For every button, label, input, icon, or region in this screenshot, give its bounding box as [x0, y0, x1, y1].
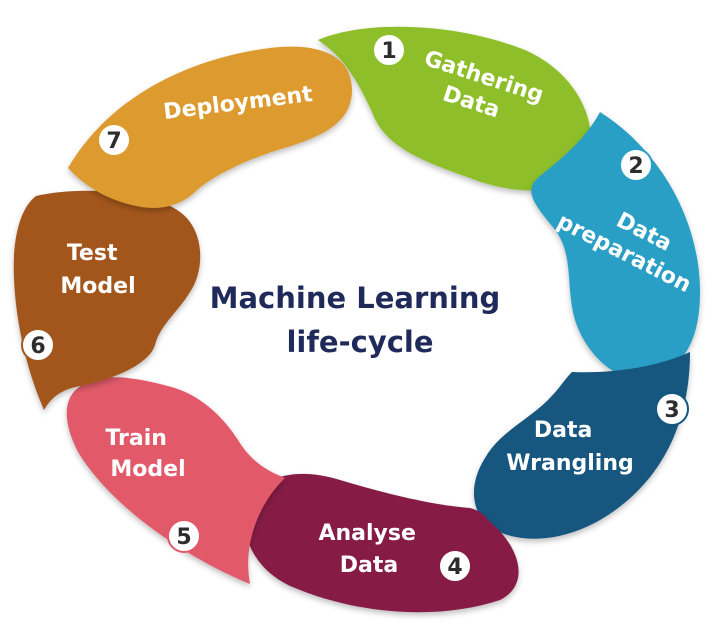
- stage-1-number: 1: [381, 39, 396, 64]
- stage-3-label: Data Wrangling: [506, 418, 633, 476]
- stage-1-number-badge: 1: [372, 33, 406, 67]
- stage-5-number-badge: 5: [167, 519, 201, 553]
- stage-3-blob: [473, 352, 690, 539]
- stage-7-number-badge: 7: [97, 123, 131, 157]
- stage-5-blob: [66, 377, 286, 584]
- stage-2-blob: [531, 112, 700, 379]
- stage-5-label: Train Model: [105, 426, 185, 482]
- stage-1-blob: [318, 26, 591, 191]
- stage-3-number-badge: 3: [655, 392, 689, 426]
- stage-2-number: 2: [628, 154, 643, 179]
- stage-5-number: 5: [176, 525, 191, 550]
- stage-5-label-line2: Model: [110, 457, 185, 482]
- stage-6-label: Test Model: [60, 241, 135, 299]
- stage-4-number: 4: [447, 555, 462, 580]
- stage-4-label-line2: Data: [340, 553, 398, 578]
- stage-2-number-badge: 2: [619, 148, 653, 182]
- center-title: Machine Learning life-cycle: [210, 281, 511, 359]
- stage-7-blob: [68, 46, 352, 208]
- stage-3-label-line2: Wrangling: [506, 451, 633, 476]
- center-title-line1: Machine Learning: [210, 281, 501, 315]
- stage-6-number: 6: [30, 334, 45, 359]
- stage-6-blob: [13, 190, 201, 410]
- stage-7-number: 7: [106, 129, 121, 154]
- center-title-line2: life-cycle: [286, 325, 433, 359]
- stage-3-label-line1: Data: [534, 418, 592, 443]
- stage-3-number: 3: [664, 398, 679, 423]
- stage-5-label-line1: Train: [105, 426, 167, 451]
- stage-4-label-line1: Analyse: [318, 521, 415, 546]
- stage-4-label: Analyse Data: [318, 521, 423, 578]
- stage-6-label-line2: Model: [60, 274, 135, 299]
- stage-4-number-badge: 4: [438, 549, 472, 583]
- stage-6-number-badge: 6: [21, 328, 55, 362]
- stage-6-label-line1: Test: [67, 241, 118, 266]
